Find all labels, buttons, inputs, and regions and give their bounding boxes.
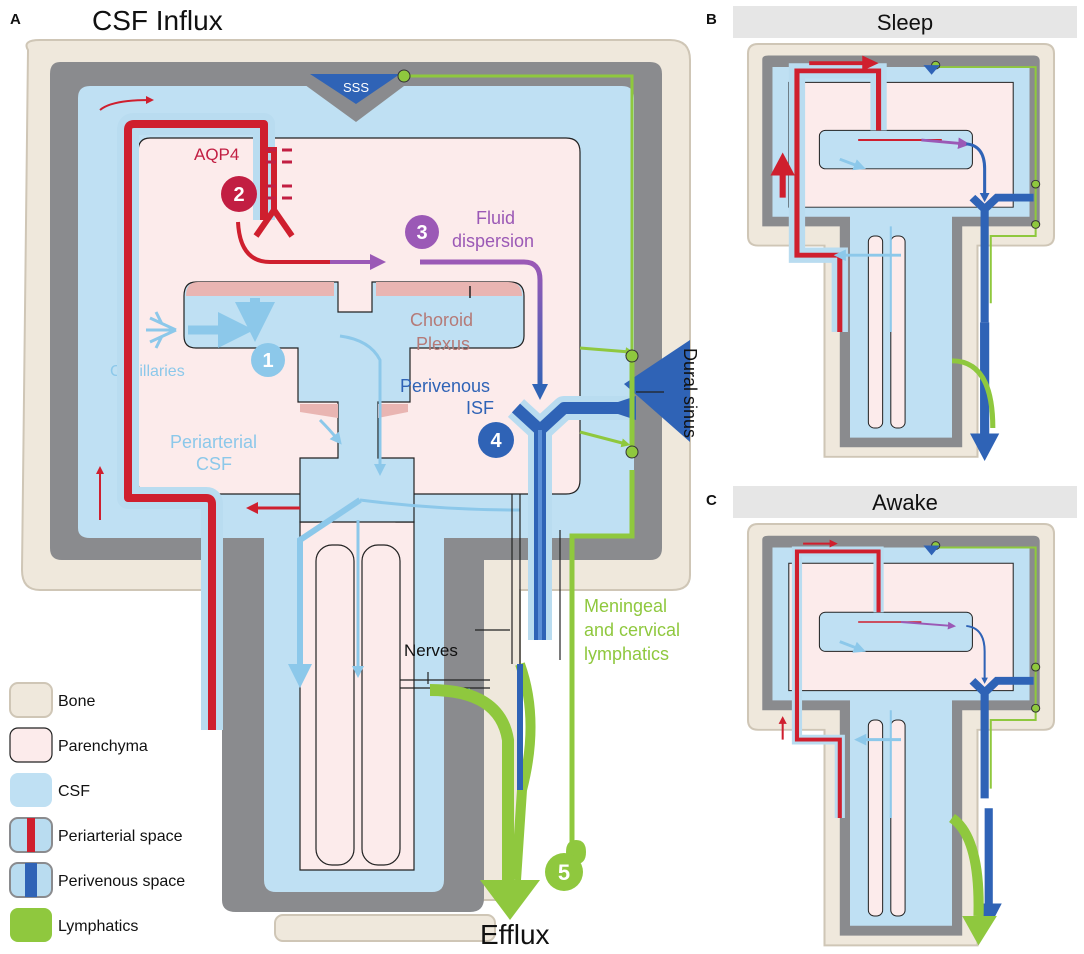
legend-item-csf: CSF [10,773,90,807]
svg-text:4: 4 [490,430,502,452]
svg-text:CSF: CSF [58,783,90,800]
choroid-plexus-label: Choroid Plexus [410,310,478,354]
svg-text:2: 2 [233,184,244,206]
periarterial-csf-label: Periarterial CSF [170,432,262,474]
efflux-nerve-lines [511,494,561,664]
spinal-cord-right [361,544,401,866]
csf-icon [10,773,52,807]
choroid-plexus-4th [378,404,408,418]
legend-item-bone: Bone [9,682,95,718]
perivenous-isf-label: Perivenous ISF [400,376,495,418]
svg-text:Parenchyma: Parenchyma [58,738,148,755]
lymphatics-icon [10,908,52,942]
svg-text:1: 1 [262,350,273,372]
svg-text:5: 5 [558,860,570,885]
choroid-plexus-left [186,282,334,296]
efflux-label: Efflux [480,919,550,950]
svg-text:Periarterial space: Periarterial space [58,828,183,845]
aqp4-label: AQP4 [194,145,239,164]
fluid-dispersion-label: Fluid dispersion [452,208,534,251]
step-2-badge: 2 [221,176,257,212]
legend-item-perivenous: Perivenous space [9,862,185,898]
step-4-badge: 4 [478,422,514,458]
panel-c-title: Awake [872,490,938,515]
choroid-plexus-3rd [300,404,338,418]
panel-b-letter: B [706,11,717,28]
dispersion-flow [420,259,549,401]
dural-sinus-label: Dural sinus [680,348,700,438]
legend-item-lymphatics: Lymphatics [10,908,138,942]
lymphatic-vessels [404,74,635,900]
capillaries-icon [146,311,177,349]
panel-a-letter: A [10,11,21,28]
svg-text:Perivenous space: Perivenous space [58,873,185,890]
svg-text:Lymphatics: Lymphatics [58,918,138,935]
panel-b: B Sleep [706,6,1077,462]
dural-sinus [624,340,690,442]
aqp4-channels [266,148,292,200]
panel-a-title: CSF Influx [92,5,223,36]
legend: Bone Parenchyma CSF Periarterial space P… [9,682,185,942]
svg-text:Bone: Bone [58,693,95,710]
panel-c-letter: C [706,492,717,509]
step-5-badge: 5 [545,853,583,891]
choroid-plexus-right [376,282,522,296]
panel-c: C Awake [706,486,1077,947]
legend-item-periarterial: Periarterial space [9,817,183,853]
efflux-arrowhead [480,880,540,920]
sss-label: SSS [343,80,369,95]
step-1-badge: 1 [251,343,285,377]
bone-icon [9,682,53,718]
step-3-badge: 3 [405,215,439,249]
nerves-label: Nerves [404,641,458,660]
panel-c-header [733,486,1077,518]
draining-vein [507,340,690,640]
panel-a: A CSF Influx SSS [10,5,700,950]
panel-b-header [733,6,1077,38]
spinal-cord-left [315,544,355,866]
svg-text:3: 3 [416,222,427,244]
lymphatics-label: Meningeal and cervical lymphatics [584,596,685,664]
sss-sinus [310,74,400,104]
legend-item-parenchyma: Parenchyma [9,727,148,763]
ventricle-system [183,281,525,523]
parenchyma-icon [9,727,53,763]
panel-b-title: Sleep [877,10,933,35]
